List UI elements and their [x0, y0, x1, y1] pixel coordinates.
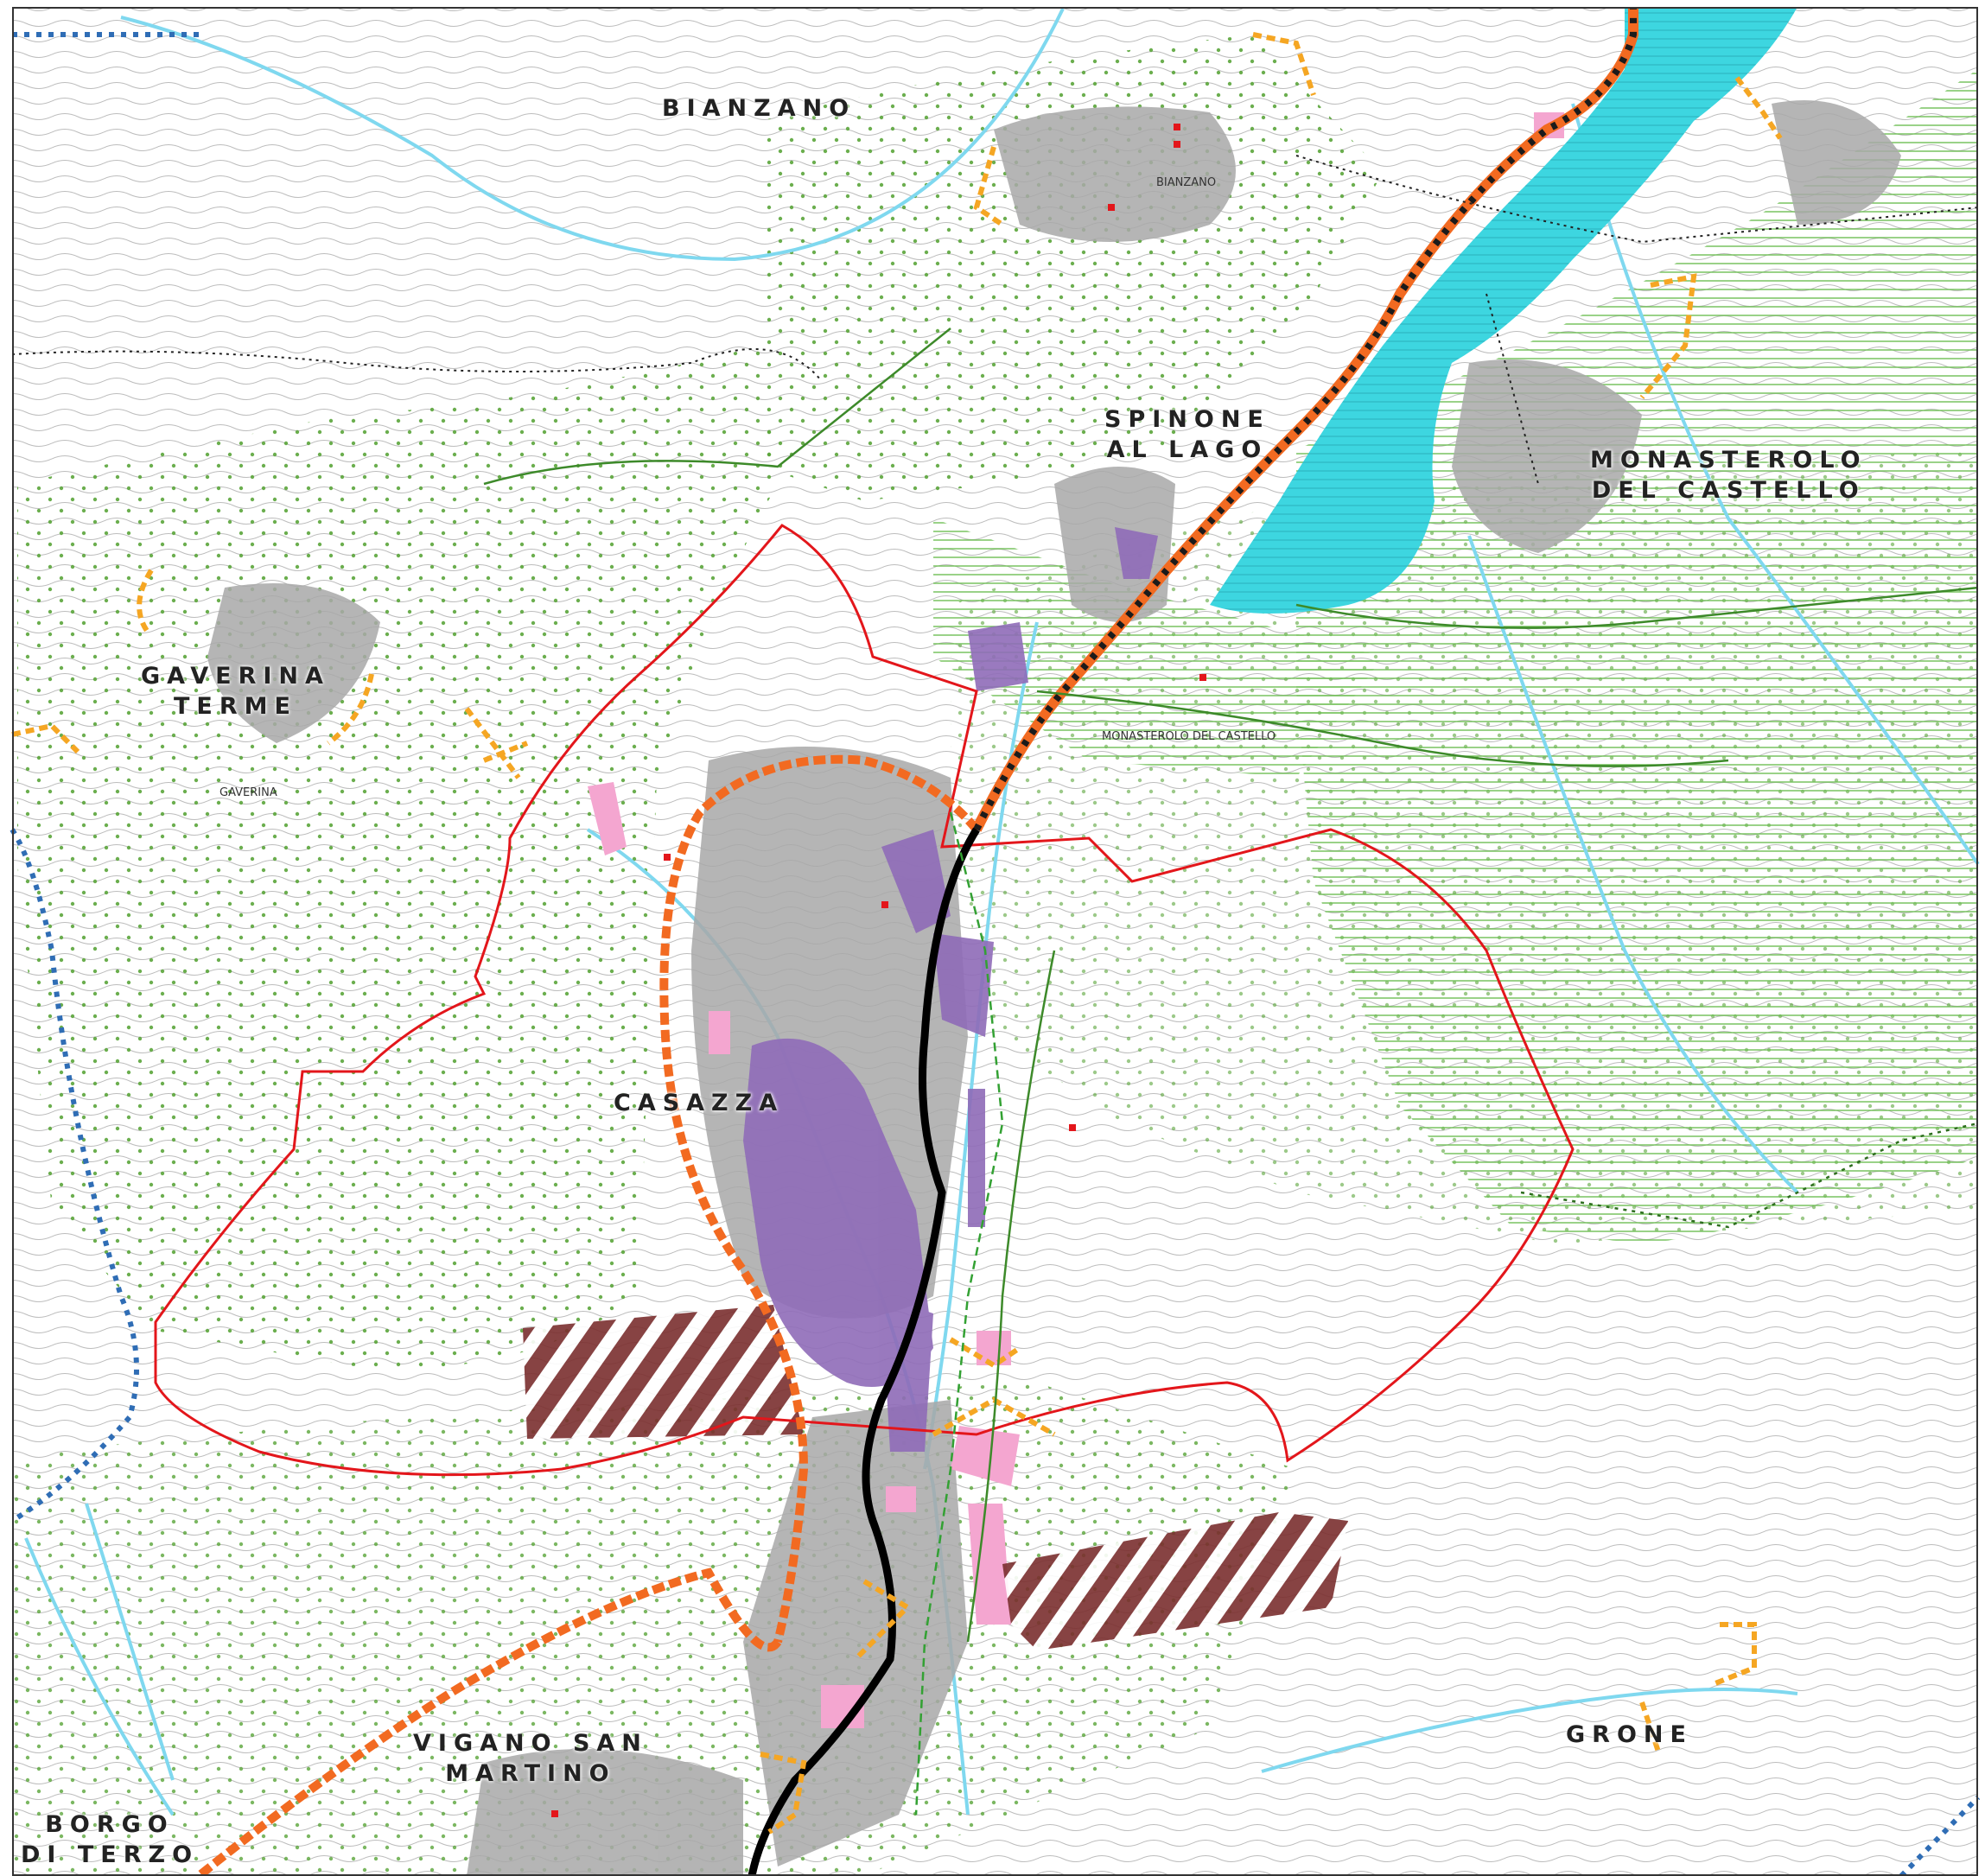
town-label-line: SPINONE — [1104, 406, 1270, 433]
productive-casazza-east — [933, 933, 994, 1037]
municipal-boundary-casazza — [154, 524, 1575, 1477]
town-label-spinone[interactable]: SPINONE AL LAGO — [1104, 404, 1270, 465]
local-corridor-grone — [1709, 1622, 1757, 1688]
state-road — [748, 827, 980, 1876]
town-label-line: BIANZANO — [662, 95, 856, 122]
town-label-line: DEL CASTELLO — [1591, 477, 1866, 504]
town-label-line: GAVERINA — [141, 663, 330, 690]
productive-south — [881, 1296, 933, 1452]
town-label-line: MARTINO — [445, 1760, 616, 1787]
productive-east-strip — [968, 1089, 985, 1227]
service-casazza — [709, 1011, 730, 1054]
productive-spinone — [968, 622, 1028, 691]
local-corridor-casazza-south — [949, 1337, 1021, 1369]
local-corridor-vigano-2 — [760, 1752, 807, 1835]
river-grone — [1261, 1688, 1798, 1773]
urban-gaverina — [207, 583, 380, 743]
regional-corridor-ring — [659, 754, 980, 1644]
local-corridor-gaverina-3 — [464, 707, 529, 779]
lake-corridor — [971, 7, 1638, 832]
town-label-line: MONASTEROLO — [1590, 447, 1867, 474]
small-label-bianzano: BIANZANO — [1156, 176, 1217, 189]
river-south-2 — [85, 1503, 175, 1781]
local-corridor-monasterolo-1 — [1639, 273, 1697, 399]
service-south-2 — [968, 1504, 1011, 1625]
local-corridors — [11, 32, 1783, 1835]
hatched-zone-west — [523, 1305, 804, 1439]
local-corridor-grone-2 — [1639, 1701, 1662, 1755]
town-label-line: AL LAGO — [1106, 436, 1269, 463]
urban-bianzano — [994, 106, 1236, 242]
lake-endine — [1210, 7, 1797, 614]
service-south-5 — [886, 1486, 916, 1512]
town-label-line: CASAZZA — [614, 1090, 785, 1116]
town-label-line: VIGANO SAN — [413, 1730, 648, 1757]
local-corridor-bianzano — [973, 146, 1004, 227]
productive-areas — [743, 527, 1158, 1452]
local-corridor-gaverina-1 — [137, 569, 154, 633]
green-network-lines — [483, 328, 1979, 1816]
town-label-casazza[interactable]: CASAZZA — [614, 1088, 784, 1118]
town-label-line: BORGO — [45, 1811, 175, 1838]
red-markers — [551, 124, 1206, 1817]
urban-spinone — [1054, 467, 1175, 622]
hatched-zone-east — [1002, 1512, 1348, 1650]
small-label-monasterolo: MONASTEROLO DEL CASTELLO — [1102, 730, 1276, 743]
province-boundary-west — [10, 828, 139, 1523]
town-label-line: GRONE — [1566, 1721, 1693, 1748]
river-south-west — [24, 1537, 175, 1816]
local-corridor-crossing — [932, 1396, 1056, 1437]
local-corridor-north — [1252, 32, 1316, 96]
small-label-gaverina: GAVERINA — [219, 786, 277, 799]
province-boundary — [10, 32, 1981, 1876]
river-north — [120, 8, 1065, 262]
local-corridor-vigano — [853, 1579, 912, 1662]
town-label-grone[interactable]: GRONE — [1566, 1720, 1693, 1750]
town-label-bianzano[interactable]: BIANZANO — [662, 93, 856, 124]
town-label-vigano[interactable]: VIGANO SAN MARTINO — [413, 1728, 648, 1789]
productive-casazza-north — [881, 830, 951, 933]
urban-vigano — [467, 1749, 743, 1876]
urban-south — [743, 1400, 968, 1866]
green-hatch-east — [1296, 69, 1978, 1244]
river-monasterolo — [1571, 103, 1980, 866]
local-corridor-monasterolo-2 — [1734, 76, 1783, 140]
regional-corridor-south — [195, 1568, 782, 1876]
service-south-1 — [951, 1426, 1020, 1486]
urban-monasterolo — [1452, 359, 1642, 553]
town-label-line: DI TERZO — [21, 1841, 200, 1868]
river-east — [1467, 535, 1799, 1194]
regional-corridor — [195, 754, 980, 1876]
town-label-monasterolo[interactable]: MONASTEROLO DEL CASTELLO — [1590, 445, 1867, 506]
town-label-borgo[interactable]: BORGO DI TERZO — [21, 1809, 199, 1870]
service-gaverina — [588, 782, 627, 855]
productive-spinone-2 — [1115, 527, 1158, 579]
urban-east-north — [1772, 100, 1901, 225]
trail-paths — [11, 155, 1979, 485]
town-label-gaverina[interactable]: GAVERINA TERME — [141, 661, 330, 722]
town-label-line: TERME — [173, 693, 297, 720]
local-corridor-gaverina-2 — [327, 673, 374, 746]
green-area-west — [17, 346, 778, 1369]
